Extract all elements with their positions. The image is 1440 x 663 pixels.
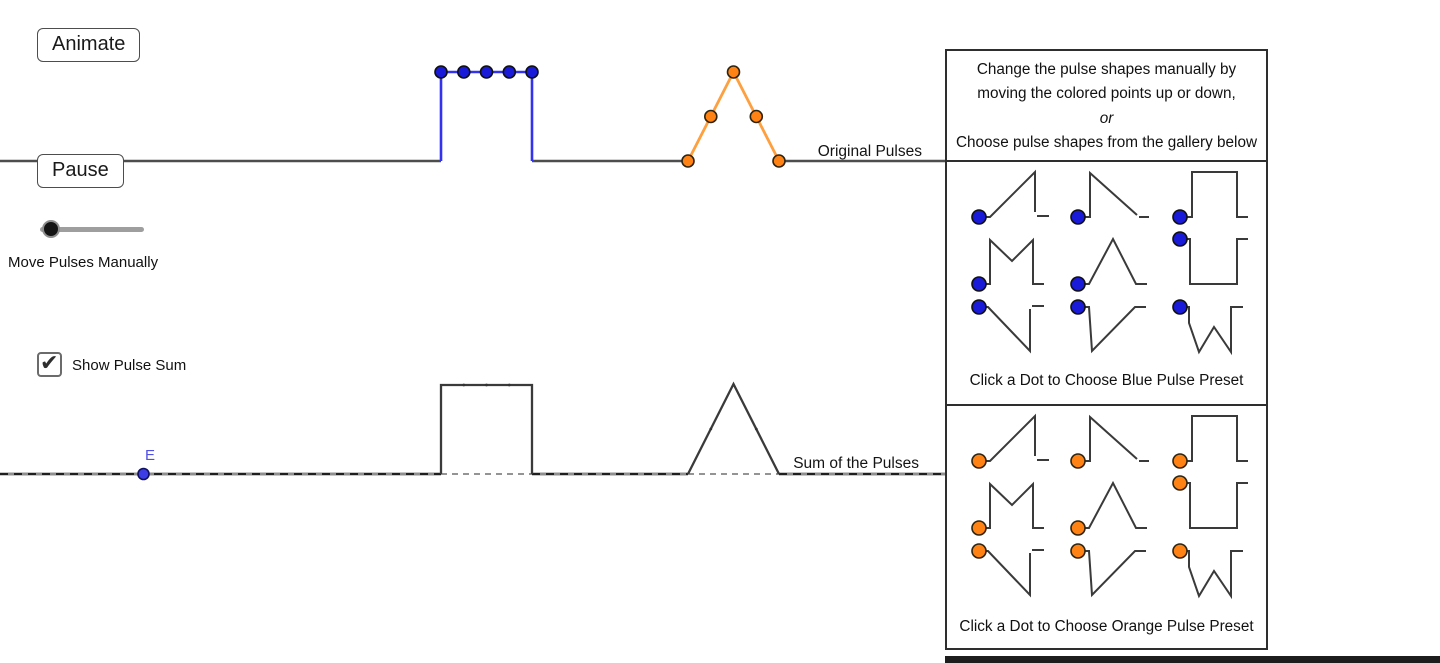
orange-preset-dot-sawtooth-down[interactable] xyxy=(1070,453,1086,469)
bottom-edge-bar xyxy=(945,656,1440,663)
instructions-line-1: Change the pulse shapes manually by xyxy=(976,60,1237,78)
blue-preset-gallery: Click a Dot to Choose Blue Pulse Preset xyxy=(947,162,1266,406)
sum-triangle-curve xyxy=(686,381,781,475)
blue-pulse-point-5[interactable] xyxy=(525,65,539,79)
instructions-text: Change the pulse shapes manually by movi… xyxy=(947,51,1266,162)
orange-preset-dot-m-shape[interactable] xyxy=(971,520,987,536)
blue-pulse-curve xyxy=(439,70,534,161)
sum-pulses-label: Sum of the Pulses xyxy=(793,455,919,472)
sum-curve-ticks xyxy=(462,383,758,431)
orange-pulse-points xyxy=(681,65,786,168)
original-pulses-label: Original Pulses xyxy=(817,143,922,160)
pulse-slider-track[interactable] xyxy=(40,227,144,232)
instructions-line-2: moving the colored points up or down, xyxy=(977,85,1236,102)
slider-label: Move Pulses Manually xyxy=(8,254,159,271)
point-e[interactable] xyxy=(137,467,150,481)
pulse-slider-knob[interactable] xyxy=(42,220,60,238)
orange-pulse-point-2[interactable] xyxy=(703,109,718,124)
orange-preset-gallery: Click a Dot to Choose Orange Pulse Prese… xyxy=(947,406,1266,650)
blue-pulse-point-4[interactable] xyxy=(502,65,517,79)
orange-preset-shapes xyxy=(971,415,1249,597)
orange-pulse-point-4[interactable] xyxy=(749,109,764,124)
animate-button[interactable]: Animate xyxy=(37,28,141,62)
blue-preset-shapes xyxy=(971,171,1249,353)
show-pulse-sum-label: Show Pulse Sum xyxy=(72,357,187,374)
point-e-label: E xyxy=(145,447,156,464)
checkmark-icon: ✔ xyxy=(40,350,59,375)
show-pulse-sum-checkbox[interactable]: ✔ xyxy=(37,350,62,377)
blue-preset-dot-sawtooth-down-inverted[interactable] xyxy=(1070,299,1086,315)
orange-pulse-point-1[interactable] xyxy=(681,154,695,168)
blue-pulse-point-2[interactable] xyxy=(456,65,471,79)
blue-preset-dot-square[interactable] xyxy=(1172,209,1188,225)
blue-gallery-caption: Click a Dot to Choose Blue Pulse Preset xyxy=(969,372,1244,389)
sum-square-curve xyxy=(439,383,534,474)
orange-preset-dot-square-inverted[interactable] xyxy=(1172,475,1188,491)
blue-preset-dot-sawtooth-up-inverted[interactable] xyxy=(971,299,987,315)
blue-preset-dot-sawtooth-up[interactable] xyxy=(971,209,987,225)
orange-preset-dot-m-inverted[interactable] xyxy=(1172,543,1188,559)
orange-preset-dot-sawtooth-up[interactable] xyxy=(971,453,987,469)
blue-preset-dot-square-inverted[interactable] xyxy=(1172,231,1188,247)
orange-preset-dot-triangle[interactable] xyxy=(1070,520,1086,536)
blue-preset-dot-m-inverted[interactable] xyxy=(1172,299,1188,315)
orange-preset-dot-square[interactable] xyxy=(1172,453,1188,469)
instructions-line-4: Choose pulse shapes from the gallery bel… xyxy=(955,134,1257,151)
preset-panel: Change the pulse shapes manually by movi… xyxy=(945,49,1268,650)
blue-preset-dot-sawtooth-down[interactable] xyxy=(1070,209,1086,225)
blue-pulse-points xyxy=(434,65,539,79)
instructions-line-3: or xyxy=(1099,109,1114,127)
blue-preset-dot-triangle[interactable] xyxy=(1070,276,1086,292)
pause-button[interactable]: Pause xyxy=(37,154,124,188)
blue-preset-dot-m-shape[interactable] xyxy=(971,276,987,292)
orange-pulse-point-5[interactable] xyxy=(772,154,786,168)
orange-preset-dot-sawtooth-up-inverted[interactable] xyxy=(971,543,987,559)
orange-gallery-caption: Click a Dot to Choose Orange Pulse Prese… xyxy=(959,618,1254,635)
orange-pulse-point-3[interactable] xyxy=(726,65,741,79)
orange-pulse-curve xyxy=(686,68,781,162)
blue-pulse-point-1[interactable] xyxy=(434,65,448,79)
blue-pulse-point-3[interactable] xyxy=(479,65,494,79)
orange-preset-dot-sawtooth-down-inverted[interactable] xyxy=(1070,543,1086,559)
